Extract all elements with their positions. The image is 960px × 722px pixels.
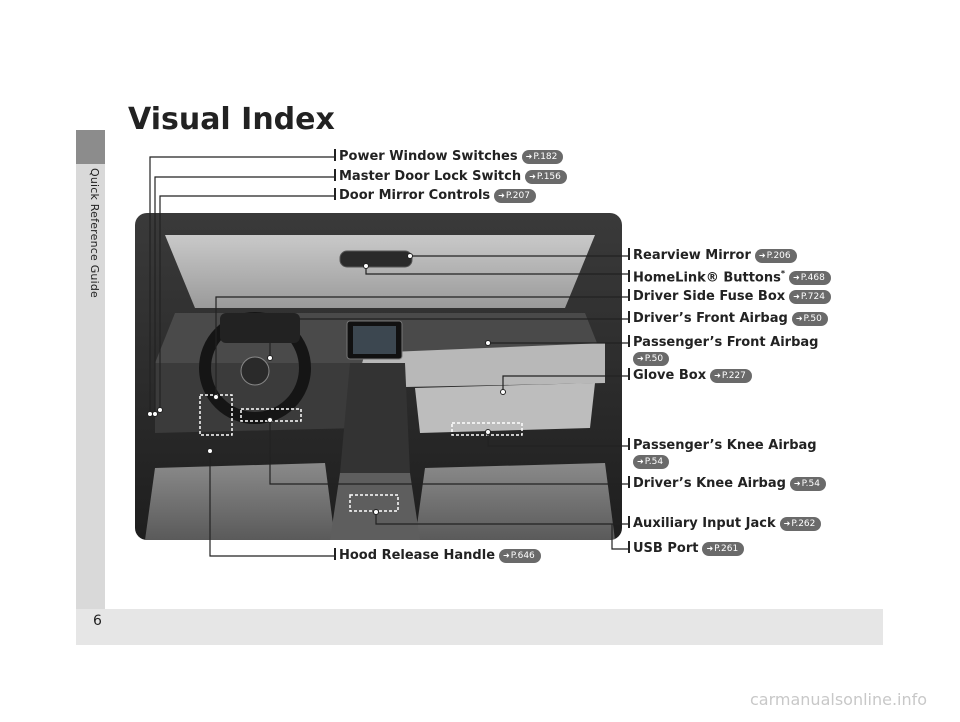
callout-rearview-mirror: Rearview Mirror➜P.206 xyxy=(628,248,797,264)
page-number: 6 xyxy=(93,613,102,629)
callout-label: Master Door Lock Switch xyxy=(339,169,522,184)
callout-master-door-lock-switch: Master Door Lock Switch➜P.156 xyxy=(334,169,567,185)
page-ref-link[interactable]: ➜P.724 xyxy=(789,290,831,304)
callout-hood-release-handle: Hood Release Handle➜P.646 xyxy=(334,548,541,564)
page-ref-link[interactable]: ➜P.50 xyxy=(633,352,670,366)
page-ref: P.50 xyxy=(644,354,664,364)
arrow-right-icon: ➜ xyxy=(706,544,714,553)
page-ref: P.54 xyxy=(801,479,820,489)
arrow-right-icon: ➜ xyxy=(525,152,533,161)
page-ref-link[interactable]: ➜P.262 xyxy=(779,517,822,531)
callout-door-mirror-controls: Door Mirror Controls➜P.207 xyxy=(334,188,536,204)
page-ref: P.227 xyxy=(721,371,746,381)
page-ref: P.50 xyxy=(803,314,822,324)
page-ref: P.261 xyxy=(714,544,739,554)
arrow-right-icon: ➜ xyxy=(503,551,510,560)
callout-label: Driver’s Knee Airbag xyxy=(633,476,786,491)
callout-passengers-knee-airbag: Passenger’s Knee Airbag ➜P.54 xyxy=(628,438,817,470)
arrow-right-icon: ➜ xyxy=(637,457,644,466)
page-ref-link[interactable]: ➜P.207 xyxy=(494,189,536,203)
callout-usb-port: USB Port➜P.261 xyxy=(628,541,745,557)
callout-label: Passenger’s Front Airbag xyxy=(633,335,819,350)
page-ref: P.468 xyxy=(800,273,825,284)
page-ref: P.206 xyxy=(766,251,791,261)
arrow-right-icon: ➜ xyxy=(637,354,644,363)
callout-drivers-front-airbag: Driver’s Front Airbag➜P.50 xyxy=(628,311,828,327)
arrow-right-icon: ➜ xyxy=(795,314,803,323)
page-ref: P.54 xyxy=(644,457,664,467)
page-ref: P.724 xyxy=(800,292,825,302)
callout-label: USB Port xyxy=(633,541,699,556)
page-ref: P.156 xyxy=(536,172,561,182)
callout-passengers-front-airbag: Passenger’s Front Airbag ➜P.50 xyxy=(628,335,818,367)
callout-glove-box: Glove Box➜P.227 xyxy=(628,368,752,384)
page-ref: P.262 xyxy=(791,519,816,529)
arrow-right-icon: ➜ xyxy=(793,273,800,283)
callout-label: Auxiliary Input Jack xyxy=(633,516,776,531)
page-ref-link[interactable]: ➜P.646 xyxy=(499,549,541,563)
callout-label: HomeLink® Buttons xyxy=(633,270,781,286)
callout-homelink-buttons: HomeLink® Buttons*➜P.468 xyxy=(628,266,831,286)
page-ref-link[interactable]: ➜P.206 xyxy=(754,249,797,263)
callout-label: Door Mirror Controls xyxy=(339,188,491,203)
callout-label: Driver’s Front Airbag xyxy=(633,311,788,326)
callout-label: Rearview Mirror xyxy=(633,248,751,263)
callout-label: Driver Side Fuse Box xyxy=(633,289,786,304)
section-label: Quick Reference Guide xyxy=(88,168,101,298)
arrow-right-icon: ➜ xyxy=(793,479,801,488)
watermark: carmanualsonline.info xyxy=(750,690,928,709)
page-ref-link[interactable]: ➜P.54 xyxy=(633,455,670,469)
callout-auxiliary-input-jack: Auxiliary Input Jack➜P.262 xyxy=(628,516,822,532)
arrow-right-icon: ➜ xyxy=(783,519,791,528)
page-ref-link[interactable]: ➜P.182 xyxy=(521,150,564,164)
callout-label: Hood Release Handle xyxy=(339,548,496,563)
page-ref-link[interactable]: ➜P.156 xyxy=(525,170,567,184)
callout-driver-side-fuse-box: Driver Side Fuse Box➜P.724 xyxy=(628,289,831,305)
arrow-right-icon: ➜ xyxy=(793,292,800,301)
arrow-right-icon: ➜ xyxy=(498,191,505,200)
asterisk: * xyxy=(780,269,786,278)
callout-label: Power Window Switches xyxy=(339,149,518,164)
arrow-right-icon: ➜ xyxy=(714,371,721,380)
page-ref: P.207 xyxy=(505,191,530,201)
page-ref-link[interactable]: ➜P.227 xyxy=(710,369,752,383)
page-ref-link[interactable]: ➜P.50 xyxy=(791,312,828,326)
callout-label: Glove Box xyxy=(633,368,707,383)
side-tab xyxy=(76,130,105,609)
callout-power-window-switches: Power Window Switches➜P.182 xyxy=(334,149,564,165)
callout-drivers-knee-airbag: Driver’s Knee Airbag➜P.54 xyxy=(628,476,826,492)
callout-label: Passenger’s Knee Airbag xyxy=(633,438,817,453)
arrow-right-icon: ➜ xyxy=(529,172,536,181)
page-ref: P.182 xyxy=(533,152,558,162)
page-ref-link[interactable]: ➜P.54 xyxy=(789,477,826,491)
page-title: Visual Index xyxy=(128,102,335,137)
side-tab-marker xyxy=(76,130,105,164)
page-ref: P.646 xyxy=(510,551,535,561)
page-ref-link[interactable]: ➜P.261 xyxy=(702,542,745,556)
footer-bar xyxy=(76,609,883,645)
page-ref-link[interactable]: ➜P.468 xyxy=(789,271,831,286)
arrow-right-icon: ➜ xyxy=(758,251,766,260)
